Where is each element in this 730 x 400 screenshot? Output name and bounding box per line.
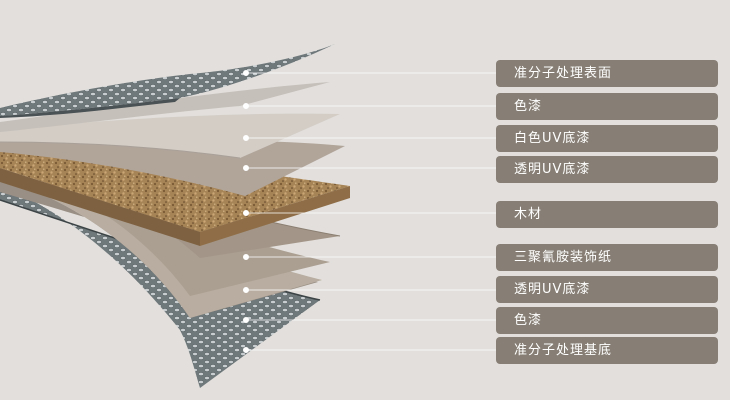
label-layer-1: 准分子处理表面 <box>496 60 718 87</box>
wood-core-top <box>0 148 350 232</box>
label-layer-3: 白色UV底漆 <box>496 125 718 152</box>
hex-surface-curl <box>0 98 180 118</box>
label-layer-8: 色漆 <box>496 307 718 334</box>
upper-uv-layer <box>0 139 345 196</box>
leader-lines <box>242 70 496 353</box>
label-layer-2: 色漆 <box>496 93 718 120</box>
wood-core-side <box>0 168 200 246</box>
hex-substrate-layer <box>0 185 320 388</box>
label-layer-5: 木材 <box>496 201 718 228</box>
label-layer-4: 透明UV底漆 <box>496 156 718 183</box>
label-layer-7: 透明UV底漆 <box>496 276 718 303</box>
hex-surface-layer <box>0 44 335 116</box>
white-uv-layer <box>0 113 340 158</box>
wood-core-end <box>200 186 350 246</box>
label-layer-9: 准分子处理基底 <box>496 337 718 364</box>
white-uv-edge <box>0 141 241 159</box>
label-layer-6: 三聚氰胺装饰纸 <box>496 244 718 271</box>
upper-color-layer <box>0 82 330 132</box>
